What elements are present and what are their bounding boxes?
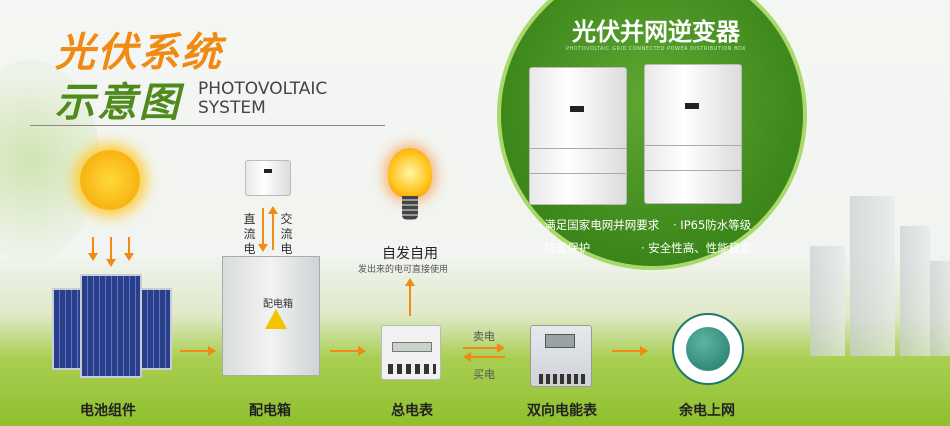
inverter-subtitle: PHOTOVOLTAIC GRID CONNECTED POWER DISTRI… [566, 46, 746, 52]
background-building [900, 226, 930, 356]
sun-icon [80, 150, 140, 210]
background-building [810, 246, 845, 356]
distribution-box-image: 配电箱 [222, 256, 320, 376]
main-meter-image [381, 325, 441, 380]
feature-item: · IP65防水等级 [673, 218, 752, 232]
title-en-line1: PHOTOVOLTAIC [198, 79, 328, 99]
label-main-meter: 总电表 [391, 403, 433, 419]
feature-item: · 防雷保护 [537, 241, 591, 255]
flow-arrow [612, 346, 648, 356]
self-use-title: 自发自用 [382, 246, 438, 262]
self-use-arrow [405, 278, 415, 316]
inverter-small-image [245, 160, 291, 196]
background-building [850, 196, 895, 356]
dc-label: 直流电 [243, 212, 256, 256]
label-distribution-box: 配电箱 [249, 403, 291, 419]
ac-label: 交流电 [280, 212, 293, 256]
sell-arrow [463, 343, 505, 353]
inverter-image [529, 67, 627, 205]
sunlight-arrow [88, 237, 98, 261]
self-use-subtitle: 发出来的电可直接使用 [358, 265, 449, 275]
sell-label: 卖电 [473, 330, 495, 343]
flow-arrow [180, 346, 216, 356]
ac-arrow [268, 206, 278, 250]
inverter-title: 光伏并网逆变器 [572, 18, 740, 46]
sunlight-arrow [124, 237, 134, 261]
label-grid: 余电上网 [679, 403, 735, 419]
inverter-image [644, 64, 742, 204]
light-bulb-icon [388, 148, 432, 198]
title-line2: 示意图 [55, 80, 181, 126]
title-en-line2: SYSTEM [198, 98, 266, 118]
buy-arrow [463, 352, 505, 362]
flow-arrow [330, 346, 366, 356]
state-grid-logo [672, 313, 744, 385]
bulb-base [402, 196, 418, 220]
solar-panel [140, 288, 172, 370]
feature-item: · 满足国家电网并网要求 [537, 218, 660, 232]
distribution-box-face-label: 配电箱 [263, 299, 293, 310]
dc-arrow [258, 208, 268, 252]
label-bidirectional-meter: 双向电能表 [527, 403, 597, 419]
label-solar: 电池组件 [80, 403, 136, 419]
title-line1: 光伏系统 [55, 30, 223, 76]
buy-label: 买电 [473, 368, 495, 381]
inverter-feature-circle: 光伏并网逆变器 PHOTOVOLTAIC GRID CONNECTED POWE… [497, 0, 807, 270]
background-building [930, 261, 950, 356]
warning-icon [265, 309, 287, 329]
solar-panel [80, 274, 142, 378]
bidirectional-meter-image [530, 325, 592, 387]
title-divider [30, 125, 385, 126]
sunlight-arrow [106, 237, 116, 267]
feature-item: · 安全性高、性能稳定 [641, 241, 752, 255]
